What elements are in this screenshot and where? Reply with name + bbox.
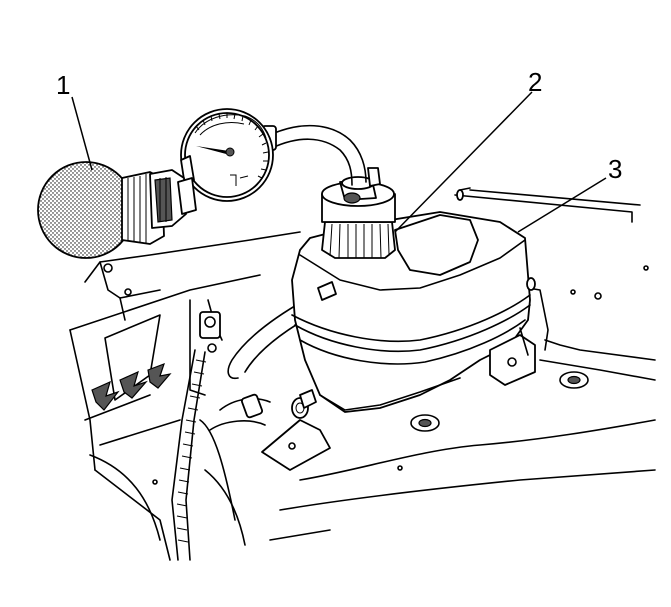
callout-2: 2 <box>528 67 542 97</box>
callout-1: 1 <box>56 70 70 100</box>
leader-3 <box>517 177 607 233</box>
coolant-surge-tank <box>291 187 549 413</box>
leader-2 <box>394 91 533 233</box>
callout-leaders <box>71 91 607 233</box>
leader-1 <box>71 96 93 171</box>
pressure-gauge <box>180 108 274 202</box>
tester-cap-adapter <box>321 167 396 259</box>
tester-hose <box>261 124 367 186</box>
callout-3: 3 <box>608 154 622 184</box>
hand-pump <box>37 161 197 259</box>
engine-bay-structure <box>69 189 656 561</box>
